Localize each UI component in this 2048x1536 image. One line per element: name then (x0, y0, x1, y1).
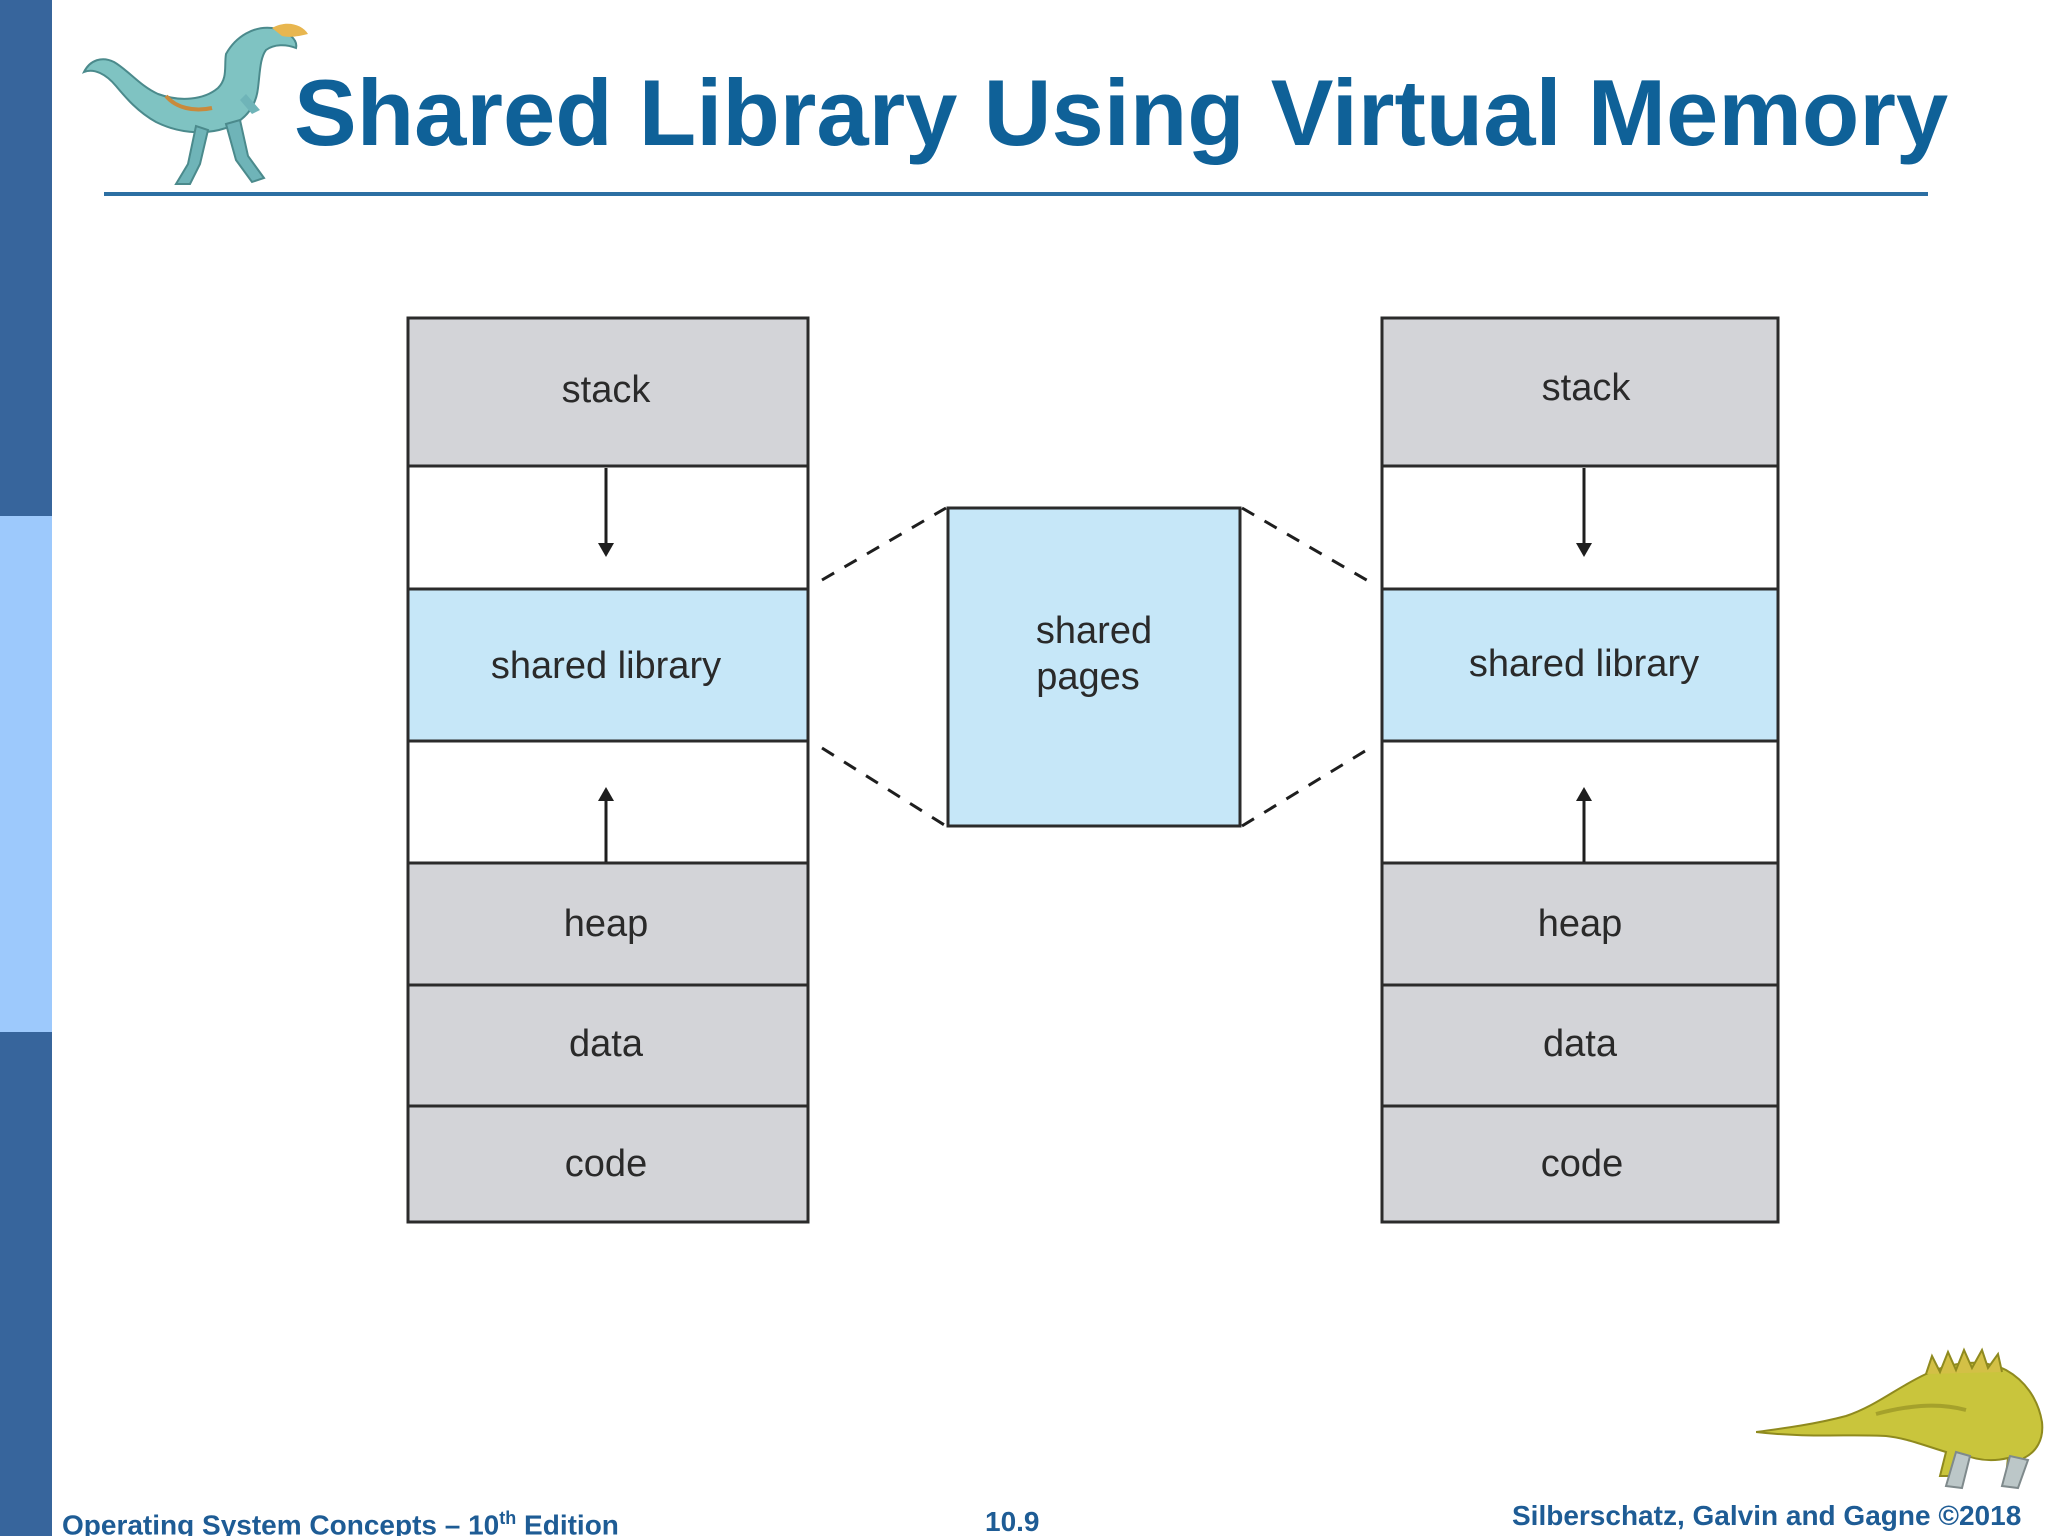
left-bottom-mapping-line (821, 746, 947, 828)
shared-pages-label-line1: shared (1036, 610, 1152, 652)
left-heap-segment (406, 861, 810, 987)
right-data-segment (1380, 983, 1780, 1108)
right-shared-library-segment (1380, 587, 1780, 743)
left-code-label: code (565, 1143, 647, 1185)
left-code-segment (406, 1104, 810, 1224)
sidebar-band-middle (0, 516, 52, 1032)
footer-book-title: Operating System Concepts – 10th Edition (62, 1508, 619, 1536)
left-data-label: data (569, 1023, 644, 1065)
right-code-label: code (1541, 1143, 1623, 1185)
footer-authors: Silberschatz, Galvin and Gagne ©2018 (1512, 1500, 2022, 1531)
right-process-address-space: stack shared library heap data code (1380, 316, 1780, 1224)
right-stack-label: stack (1542, 367, 1632, 409)
right-heap-gap (1380, 739, 1780, 865)
left-heap-gap (406, 739, 810, 865)
left-process-address-space: stack shared library heap data code (406, 316, 810, 1224)
left-shared-library-label: shared library (491, 645, 721, 687)
right-heap-label: heap (1538, 903, 1623, 945)
right-stack-gap (1380, 464, 1780, 591)
shared-pages-label-line2: pages (1036, 656, 1140, 698)
right-heap-segment (1380, 861, 1780, 987)
shared-pages-box (946, 506, 1242, 828)
right-top-mapping-line (1241, 506, 1371, 584)
page-title: Shared Library Using Virtual Memory (294, 60, 1949, 165)
right-shared-library-label: shared library (1469, 643, 1699, 685)
right-bottom-mapping-line (1241, 746, 1371, 828)
left-top-mapping-line (821, 506, 947, 582)
footer-book-title-prefix: Operating System Concepts – 10 (62, 1509, 500, 1536)
dinosaur-logo-icon (81, 23, 308, 185)
title-divider (104, 192, 1928, 196)
shared-pages-block: shared pages (946, 506, 1242, 828)
right-stack-segment (1380, 316, 1780, 468)
right-code-segment (1380, 1104, 1780, 1224)
sidebar-band-bottom (0, 1032, 52, 1536)
right-data-label: data (1543, 1023, 1618, 1065)
left-stack-gap (406, 464, 810, 591)
footer-book-title-sup: th (499, 1508, 517, 1528)
footer-page-number: 10.9 (985, 1506, 1040, 1536)
sidebar-band-top (0, 0, 52, 516)
left-stack-label: stack (562, 369, 652, 411)
left-stack-segment (406, 316, 810, 468)
left-heap-label: heap (564, 903, 649, 945)
footer-book-title-suffix: Edition (516, 1509, 619, 1536)
dinosaur-footer-icon (1756, 1347, 2044, 1490)
